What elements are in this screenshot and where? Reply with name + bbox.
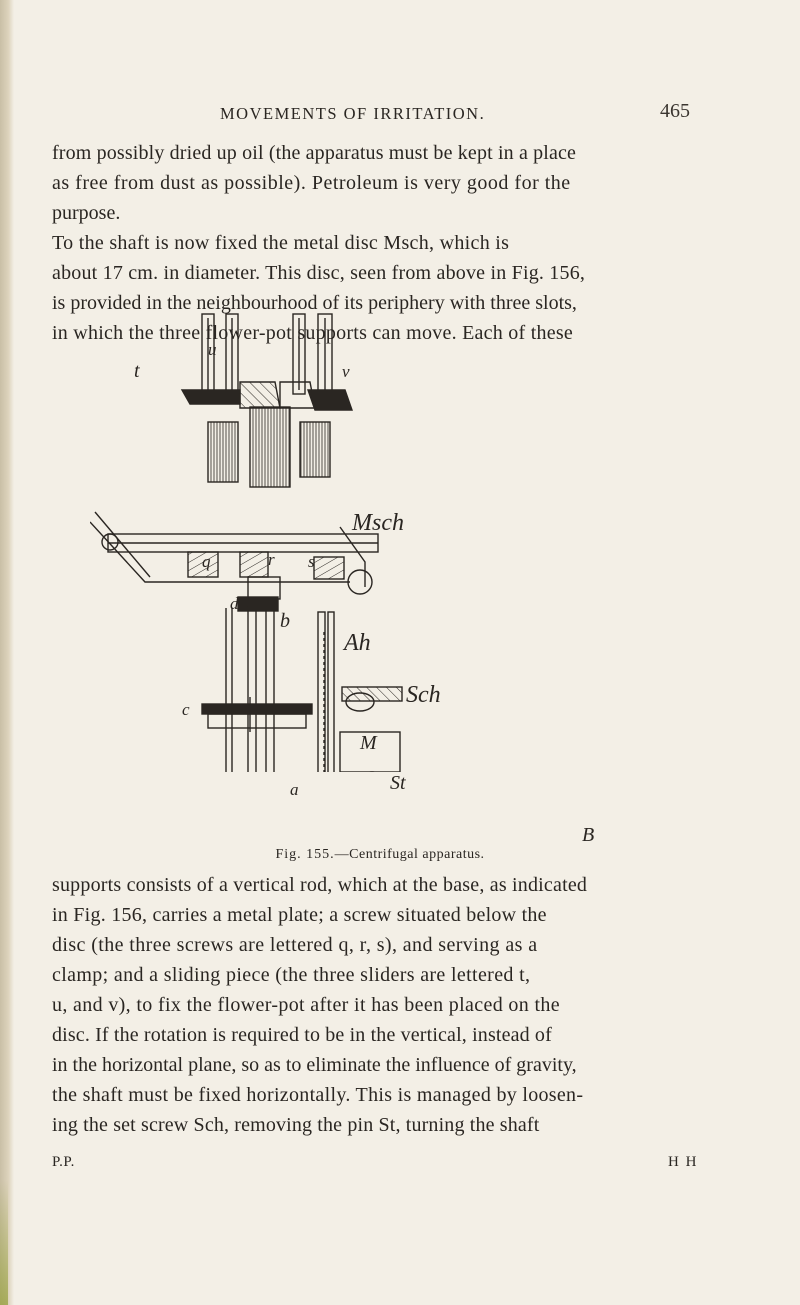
text-line: supports consists of a vertical rod, whi… [52,874,588,896]
label-t: t [134,360,140,382]
running-title: MOVEMENTS OF IRRITATION. [220,104,486,123]
signature-mark-right: H H [668,1154,698,1170]
text-line: purpose. [52,202,121,224]
label-b: b [280,610,290,632]
text-line: To the shaft is now fixed the metal disc… [52,232,510,254]
text-line: about 17 cm. in diameter. This disc, see… [52,262,586,284]
paragraph-bottom: supports consists of a vertical rod, whi… [52,870,757,1140]
text-line: ing the set screw Sch, removing the pin … [52,1114,540,1136]
caption-text: —Centrifugal apparatus. [334,847,485,862]
running-head: MOVEMENTS OF IRRITATION. 465 [0,100,800,134]
text-line: in the horizontal plane, so as to elimin… [52,1054,577,1076]
label-q: q [202,552,211,571]
label-a: a [290,780,299,799]
page-number: 465 [660,100,690,122]
text-line: in which the three flower-pot supports c… [52,322,574,344]
text-line: the shaft must be fixed horizontally. Th… [52,1084,584,1106]
label-ah: Ah [344,630,371,656]
centrifugal-apparatus-figure: t u v Msch q r s d b Ah c Sch M St a B F… [90,312,690,862]
label-sch: Sch [406,682,441,708]
text-line: in Fig. 156, carries a metal plate; a sc… [52,904,547,926]
text-line: u, and v), to fix the flower-pot after i… [52,994,560,1016]
apparatus-illustration [90,313,403,772]
text-line: from possibly dried up oil (the apparatu… [52,142,577,164]
page-footer: P.P. H H [0,1154,800,1176]
label-v: v [342,362,350,381]
label-msch: Msch [352,510,404,536]
text-line: as free from dust as possible). Petroleu… [52,172,571,194]
text-line: disc (the three screws are lettered q, r… [52,934,538,956]
text-line: is provided in the neighbourhood of its … [52,292,577,314]
label-u: u [208,340,217,359]
page-binding-edge [0,0,14,1305]
paragraph-top: from possibly dried up oil (the apparatu… [52,138,757,348]
text-line: disc. If the rotation is required to be … [52,1024,552,1046]
label-B: B [582,824,595,846]
label-s: s [308,552,315,571]
label-m: M [360,732,377,754]
figure-caption: Fig. 155.—Centrifugal apparatus. [90,847,670,863]
label-d: d [230,594,239,613]
label-st: St [390,772,406,794]
label-c: c [182,700,190,719]
text-line: clamp; and a sliding piece (the three sl… [52,964,531,986]
signature-mark-left: P.P. [52,1154,75,1170]
label-r: r [268,550,275,569]
caption-prefix: Fig. 155. [275,847,335,862]
